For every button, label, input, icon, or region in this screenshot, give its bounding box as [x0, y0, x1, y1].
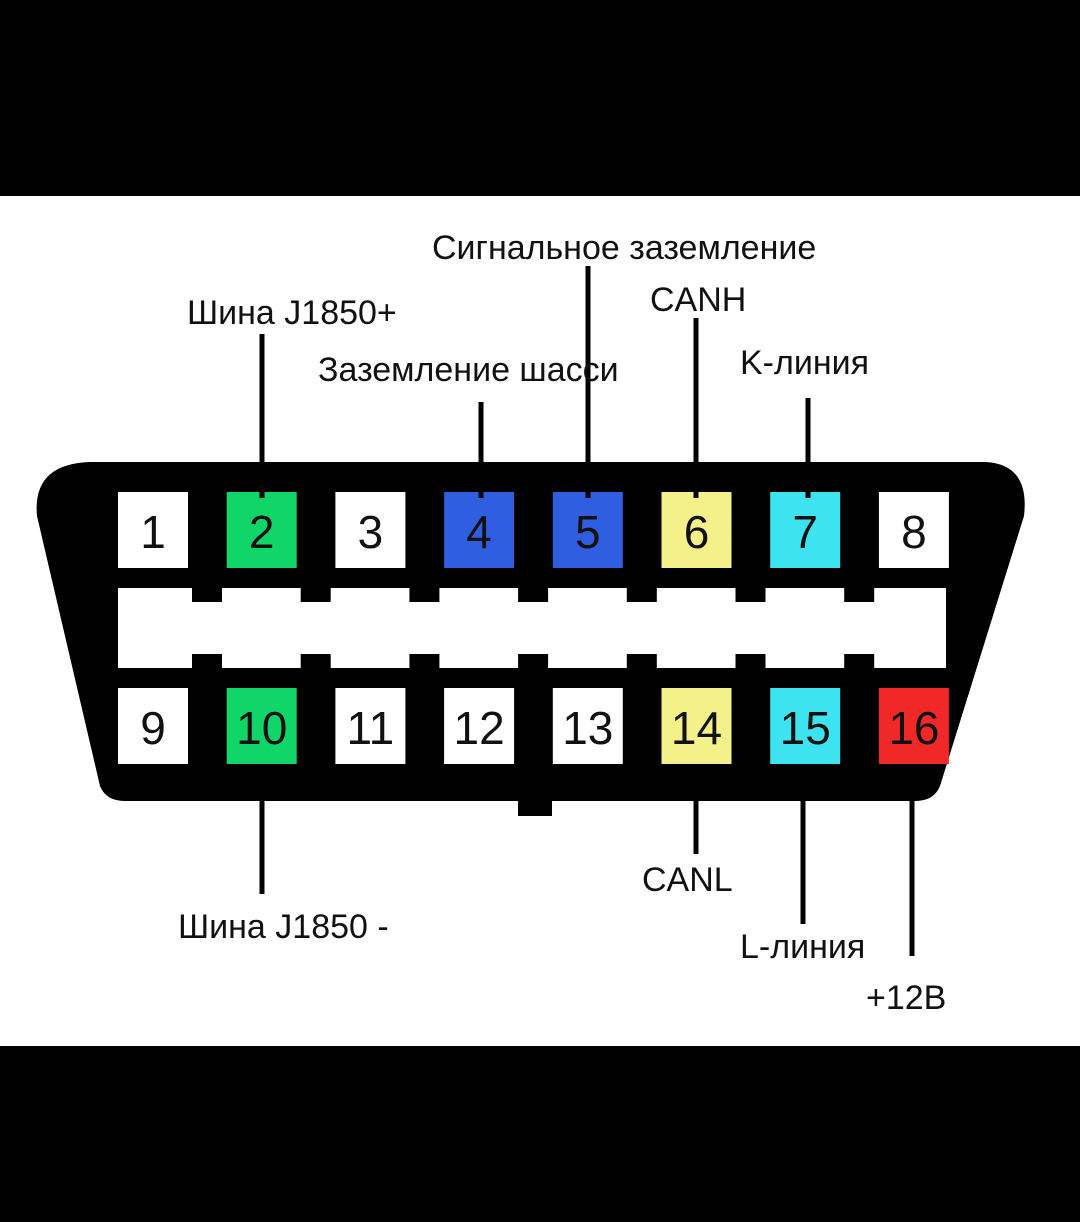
pin-number: 2 — [249, 506, 275, 558]
label-plus-12v: +12В — [866, 979, 946, 1017]
pin-cell — [661, 688, 732, 764]
pin-cell — [770, 688, 841, 764]
slot-divider — [518, 584, 549, 602]
label-chassis-ground: Заземление шасси — [318, 351, 619, 389]
pin-number: 16 — [888, 702, 939, 754]
pin-6: 6 — [661, 492, 732, 568]
bottom-black-band — [0, 1046, 1080, 1222]
top-black-band — [0, 0, 1080, 196]
label-l-line: L-линия — [740, 928, 865, 966]
pin-number: 12 — [454, 702, 505, 754]
pin-number: 5 — [575, 506, 601, 558]
slot-divider — [300, 584, 331, 602]
pin-cell — [335, 492, 406, 568]
slot-divider — [192, 654, 222, 672]
pin-3: 3 — [335, 492, 406, 568]
pin-12: 12 — [444, 688, 515, 764]
slot-divider — [300, 654, 331, 672]
pin-number: 15 — [780, 702, 831, 754]
pin-cell — [118, 688, 188, 764]
label-j1850-minus: Шина J1850 - — [178, 908, 389, 946]
pin-number: 14 — [671, 702, 722, 754]
pin-15: 15 — [770, 688, 841, 764]
pin-cell — [335, 688, 406, 764]
slot-divider — [626, 654, 657, 672]
pin-cell — [661, 492, 732, 568]
pin-number: 3 — [358, 506, 384, 558]
slot-divider — [735, 584, 766, 602]
slot-divider — [409, 584, 440, 602]
pin-5: 5 — [552, 492, 623, 568]
pin-4: 4 — [444, 492, 515, 568]
pin-number: 9 — [140, 702, 166, 754]
slot-divider — [518, 654, 549, 672]
pin-cell — [878, 688, 949, 764]
slot-divider — [409, 654, 440, 672]
pin-cell — [226, 688, 297, 764]
label-canh: CANH — [650, 281, 746, 319]
pin-number: 11 — [347, 702, 395, 754]
pin-16: 16 — [878, 688, 949, 764]
pin-number: 10 — [236, 702, 287, 754]
pin-number: 8 — [901, 506, 927, 558]
pin-number: 1 — [140, 506, 166, 558]
pin-cell — [552, 688, 623, 764]
pin-cell — [444, 688, 515, 764]
pin-11: 11 — [335, 688, 406, 764]
pin-number: 4 — [466, 506, 492, 558]
slot-divider — [844, 654, 875, 672]
pin-cell — [878, 492, 949, 568]
slot-divider — [844, 584, 875, 602]
pin-7: 7 — [770, 492, 841, 568]
slot-divider — [192, 584, 222, 602]
pin-cell — [552, 492, 623, 568]
slot-divider — [626, 584, 657, 602]
pin-10: 10 — [226, 688, 297, 764]
pin-8: 8 — [878, 492, 949, 568]
pin-1: 1 — [118, 492, 188, 568]
label-signal-ground: Сигнальное заземление — [432, 229, 816, 267]
pin-2: 2 — [226, 492, 297, 568]
slot-divider — [735, 654, 766, 672]
label-canl: CANL — [642, 861, 733, 899]
pin-14: 14 — [661, 688, 732, 764]
pin-number: 13 — [562, 702, 613, 754]
pin-cell — [118, 492, 188, 568]
label-j1850-plus: Шина J1850+ — [187, 294, 397, 332]
pin-number: 6 — [684, 506, 710, 558]
pin-9: 9 — [118, 688, 188, 764]
pin-13: 13 — [552, 688, 623, 764]
pin-cell — [444, 492, 515, 568]
pin-cell — [226, 492, 297, 568]
pin-cell — [770, 492, 841, 568]
pin-number: 7 — [792, 506, 818, 558]
label-k-line: K-линия — [740, 344, 869, 382]
